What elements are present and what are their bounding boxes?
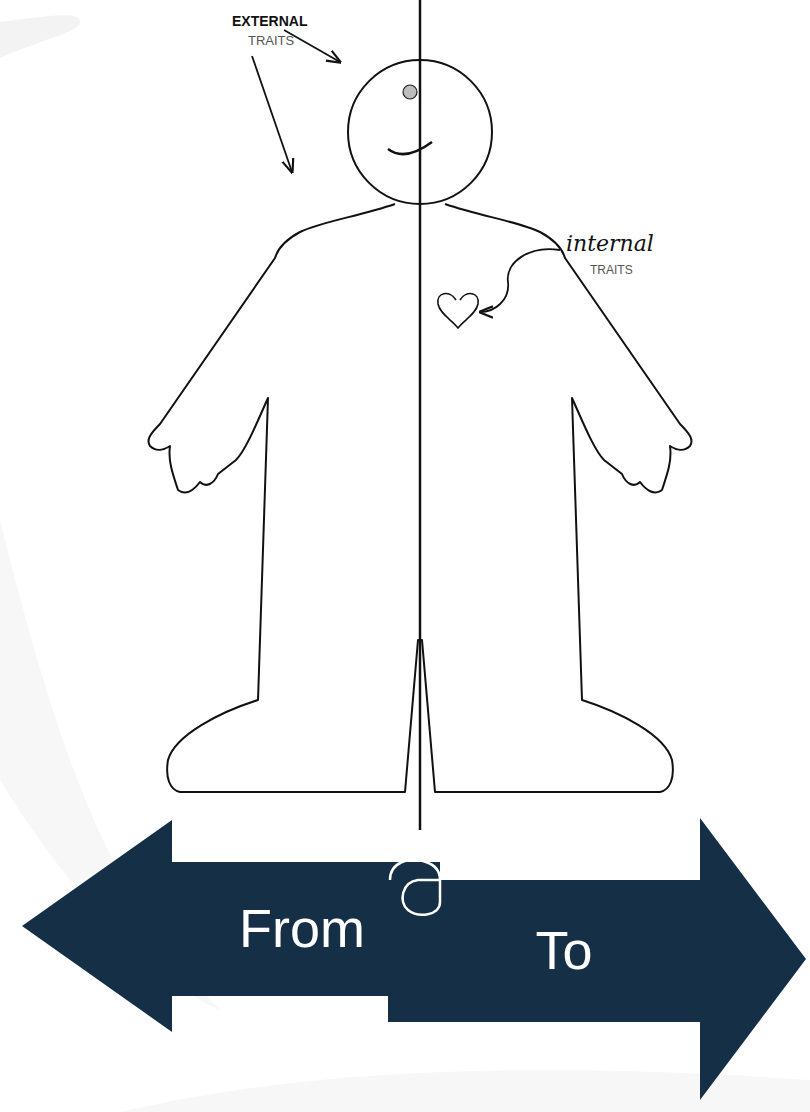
section-label: TRAITS bbox=[590, 264, 633, 277]
ribbon-curl bbox=[390, 860, 440, 880]
to-arrow: To bbox=[388, 818, 806, 1100]
arrow-shape bbox=[388, 818, 806, 1100]
eye-dot bbox=[403, 85, 417, 99]
background-swoosh bbox=[0, 15, 80, 58]
arrow-fill bbox=[22, 820, 440, 1032]
leader-arrow bbox=[252, 56, 292, 172]
leader-arrow bbox=[480, 249, 560, 312]
body-outline bbox=[148, 204, 691, 792]
arrow-label: From bbox=[239, 899, 365, 958]
arrow-text-box: To bbox=[428, 880, 700, 1022]
arrow-fill bbox=[388, 818, 806, 1100]
head-outline bbox=[348, 60, 492, 204]
smile-mouth bbox=[388, 142, 432, 154]
arrow-text-box: From bbox=[172, 862, 432, 996]
ribbon-curl bbox=[403, 880, 440, 915]
section-label: EXTERNAL bbox=[232, 14, 307, 29]
heart-symbol bbox=[438, 294, 478, 328]
section-label: TRAITS bbox=[248, 34, 294, 48]
section-label: internal bbox=[566, 232, 654, 256]
from-arrow: From bbox=[22, 820, 440, 1032]
divider-line bbox=[419, 0, 422, 830]
arrow-shape bbox=[22, 820, 440, 1032]
arrow-label: To bbox=[535, 921, 592, 980]
